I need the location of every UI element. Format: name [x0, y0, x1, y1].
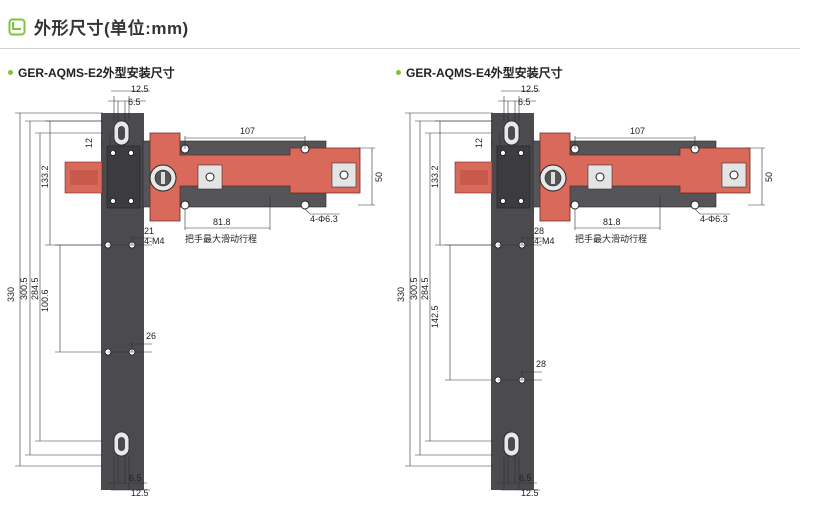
dim-top-slot-h: 6.5 — [128, 97, 141, 107]
dim-gap-12: 12 — [84, 138, 94, 148]
bullet-icon — [396, 70, 401, 75]
dim-bot-slot-h: 6.5 — [519, 473, 532, 483]
header-divider — [0, 48, 800, 49]
dim-lower: 100.6 — [40, 289, 50, 312]
dim-handle-len: 107 — [630, 126, 645, 136]
dim-top-slot-w: 12.5 — [131, 84, 149, 94]
diagram-e4: 12.5 6.5 107 12 133.2 50 81.8 4-Φ6.3 28 … — [396, 84, 774, 498]
dim-top-slot-w: 12.5 — [521, 84, 539, 94]
dim-300: 300.5 — [19, 277, 29, 300]
dim-bot-slot-w: 12.5 — [521, 488, 539, 498]
page-title: 外形尺寸(单位:mm) — [34, 19, 189, 38]
dim-hole-spec: 4-Φ6.3 — [700, 214, 728, 224]
section-header: 外形尺寸(单位:mm) — [8, 14, 189, 39]
dim-50: 50 — [764, 172, 774, 182]
dim-handle-len: 107 — [240, 126, 255, 136]
dim-m4-pitch: 21 — [144, 226, 154, 236]
bullet-icon — [8, 70, 13, 75]
dim-lower: 142.5 — [430, 305, 440, 328]
dim-lower-pitch: 28 — [536, 359, 546, 369]
dim-284: 284.5 — [420, 277, 430, 300]
dim-bot-slot-w: 12.5 — [131, 488, 149, 498]
section-icon — [8, 18, 26, 35]
dim-bot-slot-h: 6.5 — [129, 473, 142, 483]
dim-284: 284.5 — [30, 277, 40, 300]
travel-note: 把手最大滑动行程 — [575, 233, 647, 244]
dim-m4-pitch: 28 — [534, 226, 544, 236]
dim-height-133: 133.2 — [40, 165, 50, 188]
dim-hole-spec: 4-Φ6.3 — [310, 214, 338, 224]
dim-50: 50 — [374, 172, 384, 182]
diagram-title-text: GER-AQMS-E4外型安装尺寸 — [406, 66, 563, 80]
diagram-title-e2: GER-AQMS-E2外型安装尺寸 — [8, 64, 175, 81]
travel-note: 把手最大滑动行程 — [185, 233, 257, 244]
dim-height-133: 133.2 — [430, 165, 440, 188]
dim-lower-pitch: 26 — [146, 331, 156, 341]
dim-300: 300.5 — [409, 277, 419, 300]
dim-top-slot-h: 6.5 — [518, 97, 531, 107]
dim-total-330: 330 — [396, 287, 406, 302]
dim-gap-12: 12 — [474, 138, 484, 148]
diagram-title-e4: GER-AQMS-E4外型安装尺寸 — [396, 64, 563, 81]
diagram-title-text: GER-AQMS-E2外型安装尺寸 — [18, 66, 175, 80]
dim-travel: 81.8 — [603, 217, 621, 227]
dim-m4-spec: 4-M4 — [144, 236, 165, 246]
dim-total-330: 330 — [6, 287, 16, 302]
diagram-e2: 12.5 6.5 107 12 133.2 50 81.8 4-Φ6.3 21 … — [6, 84, 384, 498]
dim-m4-spec: 4-M4 — [534, 236, 555, 246]
dim-travel: 81.8 — [213, 217, 231, 227]
